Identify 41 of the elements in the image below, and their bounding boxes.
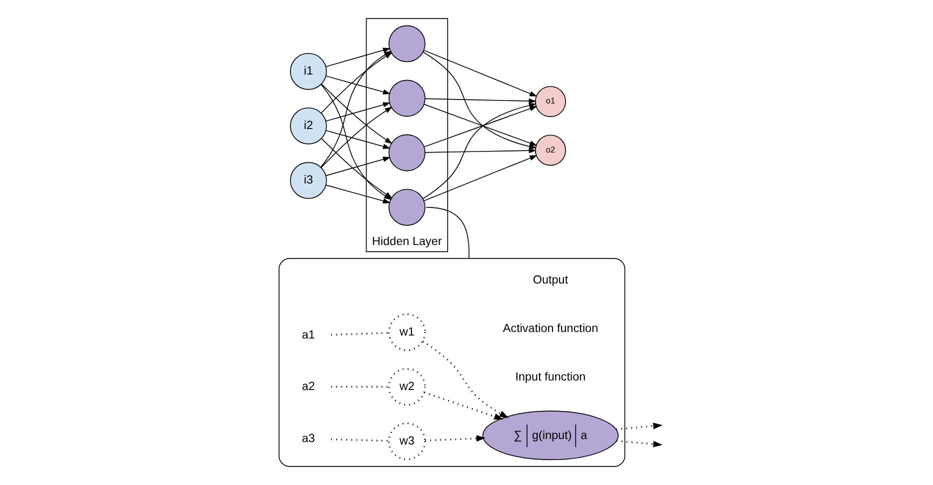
cluster (278, 258, 626, 467)
cluster: Hidden Layer (366, 18, 448, 252)
arrow (424, 155, 538, 202)
node-circle: o2 (534, 134, 566, 166)
arrow (423, 50, 538, 96)
node-text: a3 (302, 432, 315, 445)
node-circle: i1 (290, 52, 327, 90)
arrow (326, 102, 391, 122)
connector (426, 206, 470, 259)
connector (331, 332, 389, 336)
node-circle (388, 80, 426, 117)
arrow (326, 76, 391, 94)
label: Output (532, 273, 568, 286)
arrow (320, 106, 392, 168)
node-circle: i2 (290, 107, 327, 144)
connector (331, 438, 389, 442)
node-circle (388, 188, 426, 226)
arrow (424, 148, 536, 154)
arrow (326, 130, 391, 149)
node-text: a2 (302, 380, 315, 393)
node-circle (388, 134, 426, 172)
connector (331, 386, 389, 388)
arrow (424, 392, 504, 420)
label: Activation function (502, 322, 598, 335)
node-circle (388, 25, 426, 62)
arrow (425, 435, 486, 442)
arrow (326, 156, 391, 176)
label: Input function (515, 370, 586, 384)
arrow (424, 98, 536, 104)
arrow (616, 440, 662, 448)
arrow (326, 48, 391, 68)
node-circle: w3 (388, 422, 426, 460)
node-circle: w1 (388, 313, 426, 352)
node-circle: i3 (290, 162, 327, 199)
node-text: a1 (302, 328, 315, 342)
arrow (321, 83, 392, 144)
arrow (422, 340, 509, 418)
node-circle: o1 (534, 86, 566, 118)
arrow (616, 422, 662, 430)
arrow (321, 138, 392, 198)
node-circle: w2 (388, 368, 426, 406)
